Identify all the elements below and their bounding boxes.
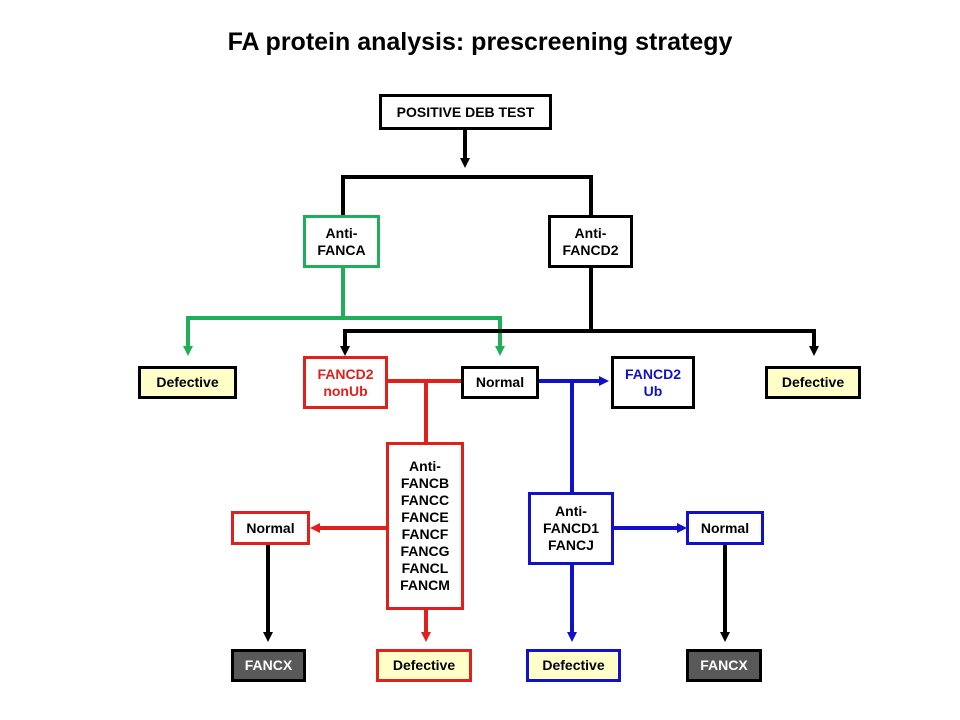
defective-bottom-red-box: Defective xyxy=(376,649,472,682)
fancx-right-box: FANCX xyxy=(686,649,762,682)
fancd2-ub-box: FANCD2 Ub xyxy=(611,356,695,409)
fancd2-nonub-box: FANCD2 nonUb xyxy=(303,356,388,409)
anti-fancd2-box: Anti- FANCD2 xyxy=(548,215,633,268)
anti-fancd1-fancj-box: Anti- FANCD1 FANCJ xyxy=(528,492,614,565)
normal-center-box: Normal xyxy=(461,366,539,399)
defective-bottom-blue-box: Defective xyxy=(526,649,621,682)
fanca-to-defective-arrow xyxy=(183,316,343,356)
fanca-to-normal-arrow xyxy=(343,316,505,356)
normal-left-box: Normal xyxy=(231,511,310,545)
diagram-title: FA protein analysis: prescreening strate… xyxy=(227,28,733,56)
fancd2-to-nonub-arrow xyxy=(340,329,591,356)
anti-fanca-box: Anti- FANCA xyxy=(303,215,380,268)
fancx-left-box: FANCX xyxy=(231,649,306,682)
defective-right-box: Defective xyxy=(765,366,861,399)
positive-deb-test-box: POSITIVE DEB TEST xyxy=(379,94,552,130)
normal-right-box: Normal xyxy=(686,511,764,545)
fancd2-to-defective-arrow xyxy=(591,329,819,356)
split-to-antibodies xyxy=(341,175,593,216)
anti-fancb-group-box: Anti- FANCB FANCC FANCE FANCF FANCG FANC… xyxy=(386,442,464,610)
defective-left-box: Defective xyxy=(138,366,237,399)
